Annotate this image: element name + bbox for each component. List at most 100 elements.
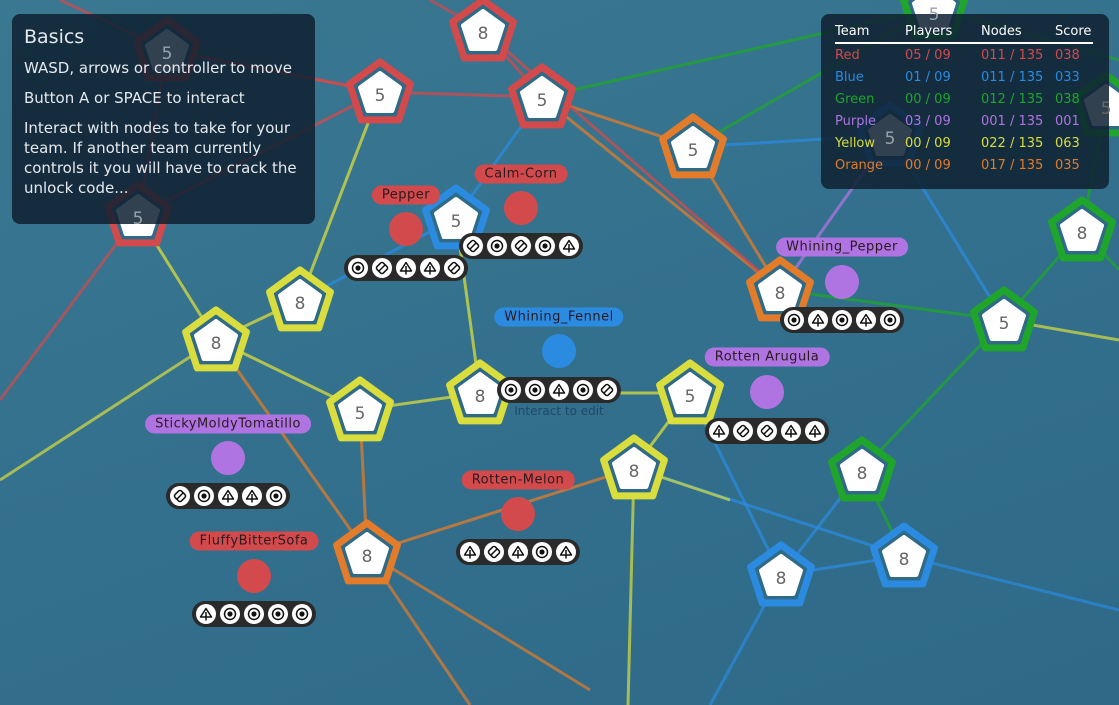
tree-icon	[559, 236, 579, 256]
node-link	[214, 339, 369, 554]
node-link	[366, 466, 635, 555]
player-avatar	[237, 559, 271, 593]
slash-icon	[372, 258, 392, 278]
tree-icon	[196, 604, 216, 624]
cell-team: Purple	[835, 113, 877, 129]
node-red[interactable]	[449, 0, 517, 62]
unlock-code	[192, 601, 316, 627]
node-green[interactable]	[1048, 196, 1116, 262]
node-green[interactable]	[970, 286, 1038, 352]
node-blue[interactable]	[422, 184, 490, 250]
node-red[interactable]	[346, 58, 414, 124]
node-link	[860, 318, 1006, 472]
cell-players: 00 / 09	[905, 91, 951, 107]
node-yellow[interactable]	[326, 376, 394, 442]
tree-icon	[709, 421, 729, 441]
node-link	[626, 467, 636, 705]
node-core	[434, 197, 478, 239]
player-avatar	[389, 212, 423, 246]
player-name: FluffyBitterSofa	[189, 531, 319, 551]
node-yellow[interactable]	[266, 266, 334, 332]
node-green[interactable]	[828, 436, 896, 502]
cell-score: 038	[1055, 47, 1080, 63]
tree-icon	[420, 258, 440, 278]
player-name: Calm-Corn	[474, 164, 568, 184]
player-avatar	[542, 334, 576, 368]
tree-icon	[808, 310, 828, 330]
node-core	[458, 372, 502, 414]
node-yellow[interactable]	[446, 359, 514, 425]
dot-icon	[348, 258, 368, 278]
node-yellow[interactable]	[656, 359, 724, 425]
unlock-code	[166, 483, 290, 509]
cell-nodes: 011 / 135	[981, 69, 1044, 85]
unlock-code	[705, 418, 829, 444]
node-link	[779, 288, 1005, 322]
unlock-code	[497, 377, 621, 403]
tree-icon	[805, 421, 825, 441]
slash-icon	[757, 421, 777, 441]
node-blue[interactable]	[870, 522, 938, 588]
node-core	[461, 9, 505, 51]
node-blue[interactable]	[747, 541, 815, 607]
tree-icon	[549, 380, 569, 400]
tree-icon	[396, 258, 416, 278]
tree-icon	[218, 486, 238, 506]
interact-hint: Interact to edit	[514, 404, 604, 418]
player-name: Rotten Arugula	[704, 347, 830, 367]
tree-icon	[508, 542, 528, 562]
player-name: Rotten-Melon	[461, 470, 575, 490]
node-core	[982, 299, 1026, 341]
node-link	[0, 214, 140, 401]
basics-line: Button A or SPACE to interact	[24, 89, 245, 107]
player-name: Whining_Pepper	[776, 237, 908, 257]
node-core	[612, 447, 656, 489]
node-core	[668, 372, 712, 414]
node-orange[interactable]	[333, 519, 401, 585]
dot-icon	[535, 236, 555, 256]
node-yellow[interactable]	[182, 306, 250, 372]
cell-players: 00 / 09	[905, 157, 951, 173]
node-red[interactable]	[508, 63, 576, 129]
cell-nodes: 011 / 135	[981, 47, 1044, 63]
node-core	[758, 269, 802, 311]
dot-icon	[220, 604, 240, 624]
node-core	[520, 76, 564, 118]
player-name: Pepper	[371, 185, 441, 205]
node-yellow[interactable]	[600, 434, 668, 500]
dot-icon	[487, 236, 507, 256]
node-link	[0, 338, 217, 482]
dot-icon	[784, 310, 804, 330]
dot-icon	[244, 604, 264, 624]
col-nodes: Nodes	[981, 22, 1055, 44]
player-avatar	[211, 441, 245, 475]
player-avatar	[504, 191, 538, 225]
node-core	[278, 279, 322, 321]
node-core	[345, 532, 389, 574]
cell-score: 038	[1055, 91, 1080, 107]
dot-icon	[573, 380, 593, 400]
cell-nodes: 022 / 135	[981, 135, 1044, 151]
tree-icon	[460, 542, 480, 562]
cell-nodes: 017 / 135	[981, 157, 1044, 173]
cell-team: Blue	[835, 69, 864, 85]
basics-line: Interact with nodes to take for your tea…	[24, 119, 297, 197]
basics-line: WASD, arrows or controller to move	[24, 59, 293, 77]
node-core	[759, 554, 803, 596]
node-link	[541, 95, 781, 292]
node-orange[interactable]	[659, 113, 727, 179]
slash-icon	[733, 421, 753, 441]
cell-players: 00 / 09	[905, 135, 951, 151]
slash-icon	[484, 542, 504, 562]
node-link	[366, 551, 591, 692]
unlock-code	[344, 255, 468, 281]
tree-icon	[856, 310, 876, 330]
col-players: Players	[905, 22, 981, 44]
slash-icon	[463, 236, 483, 256]
cell-players: 03 / 09	[905, 113, 951, 129]
